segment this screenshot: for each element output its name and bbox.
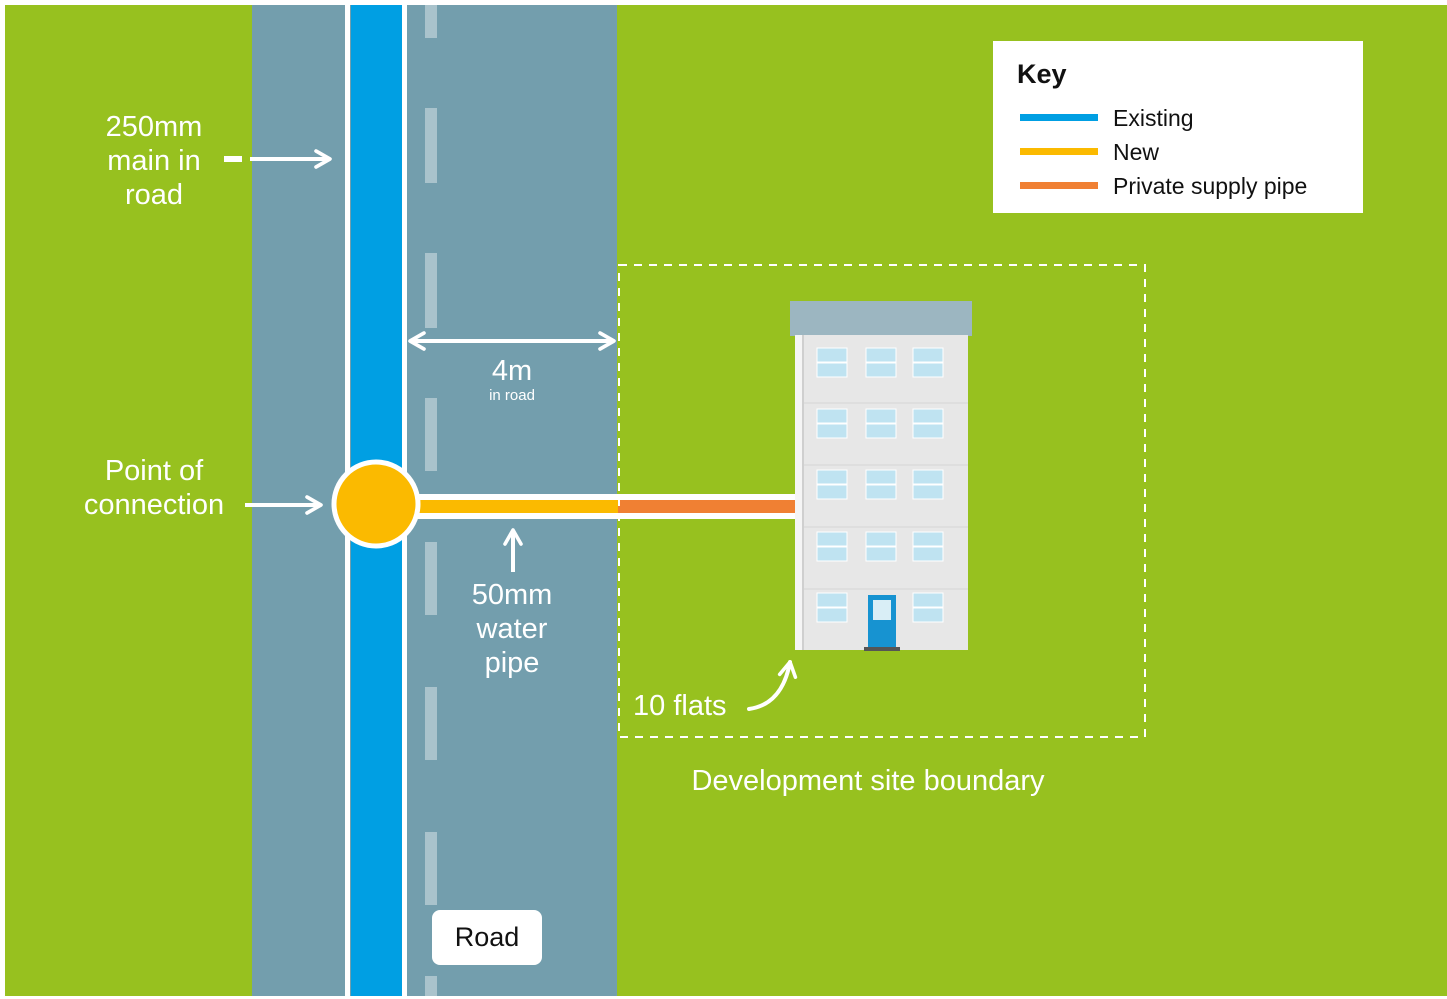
- legend-swatch-private-supply-pipe: [1020, 182, 1098, 189]
- flats-label: 10 flats: [633, 690, 727, 722]
- main-label: 250mm main in road: [105, 111, 203, 211]
- connection-label: Point of connection: [83, 455, 225, 521]
- main-label-arrow: [224, 149, 332, 169]
- private-supply-pipe: [618, 500, 795, 513]
- distance-note: in road: [489, 387, 535, 404]
- connection-point: [331, 459, 421, 549]
- apartment-building-icon: [790, 301, 972, 651]
- distance-value: 4m: [491, 355, 533, 387]
- frame-edge-bottom: [0, 996, 1447, 999]
- legend-label-existing: Existing: [1113, 105, 1194, 131]
- legend-swatch-new: [1020, 148, 1098, 155]
- legend-box: Key Existing New Private supply pipe: [993, 41, 1363, 213]
- road-label: Road: [432, 910, 542, 965]
- frame-edge-top: [0, 0, 1447, 5]
- legend-label-new: New: [1113, 139, 1160, 165]
- legend-swatch-existing: [1020, 114, 1098, 121]
- lane-dashes: [425, 5, 437, 996]
- legend-label-private-supply-pipe: Private supply pipe: [1113, 173, 1308, 199]
- flats-curved-arrow: [747, 660, 798, 711]
- new-pipe: [405, 500, 618, 513]
- site-boundary: [618, 264, 1146, 738]
- legend-title: Key: [1017, 59, 1067, 89]
- legend-item-existing: Existing: [1020, 103, 1360, 133]
- boundary-label: Development site boundary: [691, 765, 1045, 797]
- legend-item-private-supply-pipe: Private supply pipe: [1020, 171, 1360, 201]
- pipe-label: 50mm water pipe: [471, 579, 553, 679]
- legend-item-new: New: [1020, 137, 1360, 167]
- frame-edge-left: [0, 0, 5, 999]
